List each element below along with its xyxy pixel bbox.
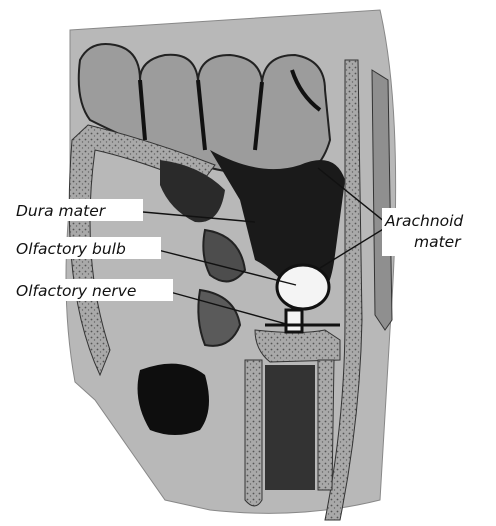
- lower-wall-left: [245, 360, 262, 506]
- olfactory-nerve-shape: [286, 310, 302, 332]
- lower-dark-column: [265, 365, 315, 490]
- label-olfactory-bulb: Olfactory bulb: [16, 240, 126, 258]
- lower-wall-right: [318, 360, 334, 490]
- nasal-floor: [255, 330, 340, 362]
- label-dura-mater: Dura mater: [16, 202, 107, 220]
- olfactory-bulb-shape: [277, 265, 329, 309]
- label-arachnoid-line2: mater: [414, 233, 462, 251]
- label-olfactory-nerve: Olfactory nerve: [16, 282, 136, 300]
- maxillary-sinus: [138, 364, 209, 435]
- label-arachnoid-line1: Arachnoid: [384, 212, 463, 230]
